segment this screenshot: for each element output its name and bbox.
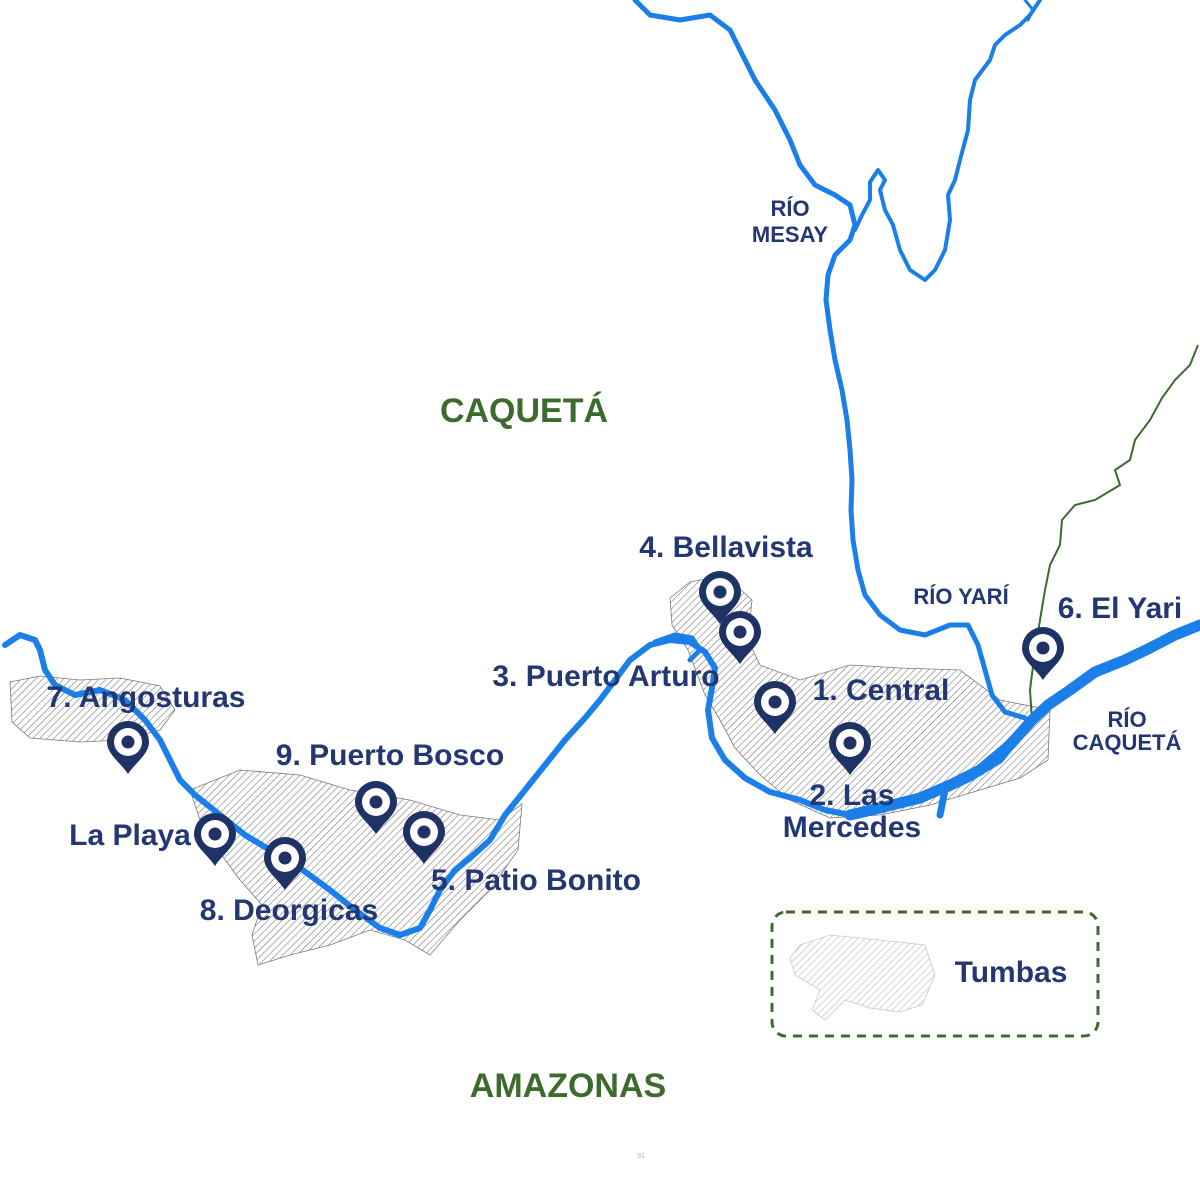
pin-dot bbox=[733, 625, 747, 639]
label-el-yari: 6. El Yari bbox=[1058, 592, 1183, 625]
rio-island-loop bbox=[652, 632, 703, 663]
river-label-mesay-2: MESAY bbox=[752, 222, 829, 247]
page-number: 91 bbox=[637, 1153, 645, 1160]
bellavista-marker-2[interactable] bbox=[719, 611, 761, 664]
pin-dot bbox=[843, 736, 857, 750]
rio-caqueta-branch bbox=[936, 716, 1036, 819]
pin-dot bbox=[713, 585, 727, 599]
label-puerto-arturo: 3. Puerto Arturo bbox=[492, 660, 719, 693]
label-las-mercedes-2: Mercedes bbox=[783, 811, 921, 844]
river-label-caqueta-1: RÍO bbox=[1107, 707, 1146, 732]
rio-caqueta-middle bbox=[2, 632, 853, 938]
pin-dot bbox=[208, 827, 222, 841]
label-bellavista: 4. Bellavista bbox=[639, 531, 813, 564]
las-mercedes-marker[interactable] bbox=[829, 722, 871, 775]
place-labels: 4. Bellavista 6. El Yari 3. Puerto Artur… bbox=[47, 531, 1183, 927]
label-central: 1. Central bbox=[813, 674, 950, 707]
el-yari-marker[interactable] bbox=[1022, 627, 1064, 680]
bellavista-marker-1[interactable] bbox=[699, 571, 741, 624]
la-playa-marker[interactable] bbox=[194, 813, 236, 866]
rivers bbox=[2, 0, 1200, 938]
rio-caqueta bbox=[844, 619, 1200, 821]
legend-box bbox=[770, 910, 1100, 1038]
legend: Tumbas bbox=[770, 910, 1100, 1038]
patio-bonito-marker[interactable] bbox=[403, 811, 445, 864]
central-marker[interactable] bbox=[754, 681, 796, 734]
region-amazonas: AMAZONAS bbox=[470, 1067, 666, 1105]
label-la-playa: La Playa bbox=[69, 819, 191, 852]
tributary-wiggle bbox=[1023, 0, 1035, 22]
pin-dot bbox=[1036, 641, 1050, 655]
puerto-bosco-marker[interactable] bbox=[355, 781, 397, 834]
label-puerto-bosco: 9. Puerto Bosco bbox=[276, 739, 504, 772]
deorgicas-marker[interactable] bbox=[264, 837, 306, 890]
pin-dot bbox=[768, 695, 782, 709]
pin-dot bbox=[121, 735, 135, 749]
rio-mesay bbox=[632, 0, 1028, 721]
pin-dot bbox=[417, 825, 431, 839]
department-border bbox=[1028, 344, 1199, 721]
label-las-mercedes-1: 2. Las bbox=[809, 779, 894, 812]
tributary-north bbox=[853, 0, 1042, 282]
river-label-mesay-1: RÍO bbox=[770, 196, 809, 221]
region-caqueta: CAQUETÁ bbox=[440, 392, 608, 430]
river-label-yari: RÍO YARÍ bbox=[913, 584, 1009, 609]
label-patio-bonito: 5. Patio Bonito bbox=[431, 864, 641, 897]
hatched-area-icon bbox=[789, 934, 936, 1021]
river-label-caqueta-2: CAQUETÁ bbox=[1073, 730, 1182, 755]
markers bbox=[107, 571, 1064, 890]
angosturas-marker[interactable] bbox=[107, 721, 149, 774]
label-deorgicas: 8. Deorgicas bbox=[200, 894, 378, 927]
pin-dot bbox=[369, 795, 383, 809]
pin-dot bbox=[278, 851, 292, 865]
legend-label: Tumbas bbox=[955, 956, 1068, 989]
tumbas-areas bbox=[9, 574, 1051, 966]
label-angosturas: 7. Angosturas bbox=[47, 681, 246, 714]
